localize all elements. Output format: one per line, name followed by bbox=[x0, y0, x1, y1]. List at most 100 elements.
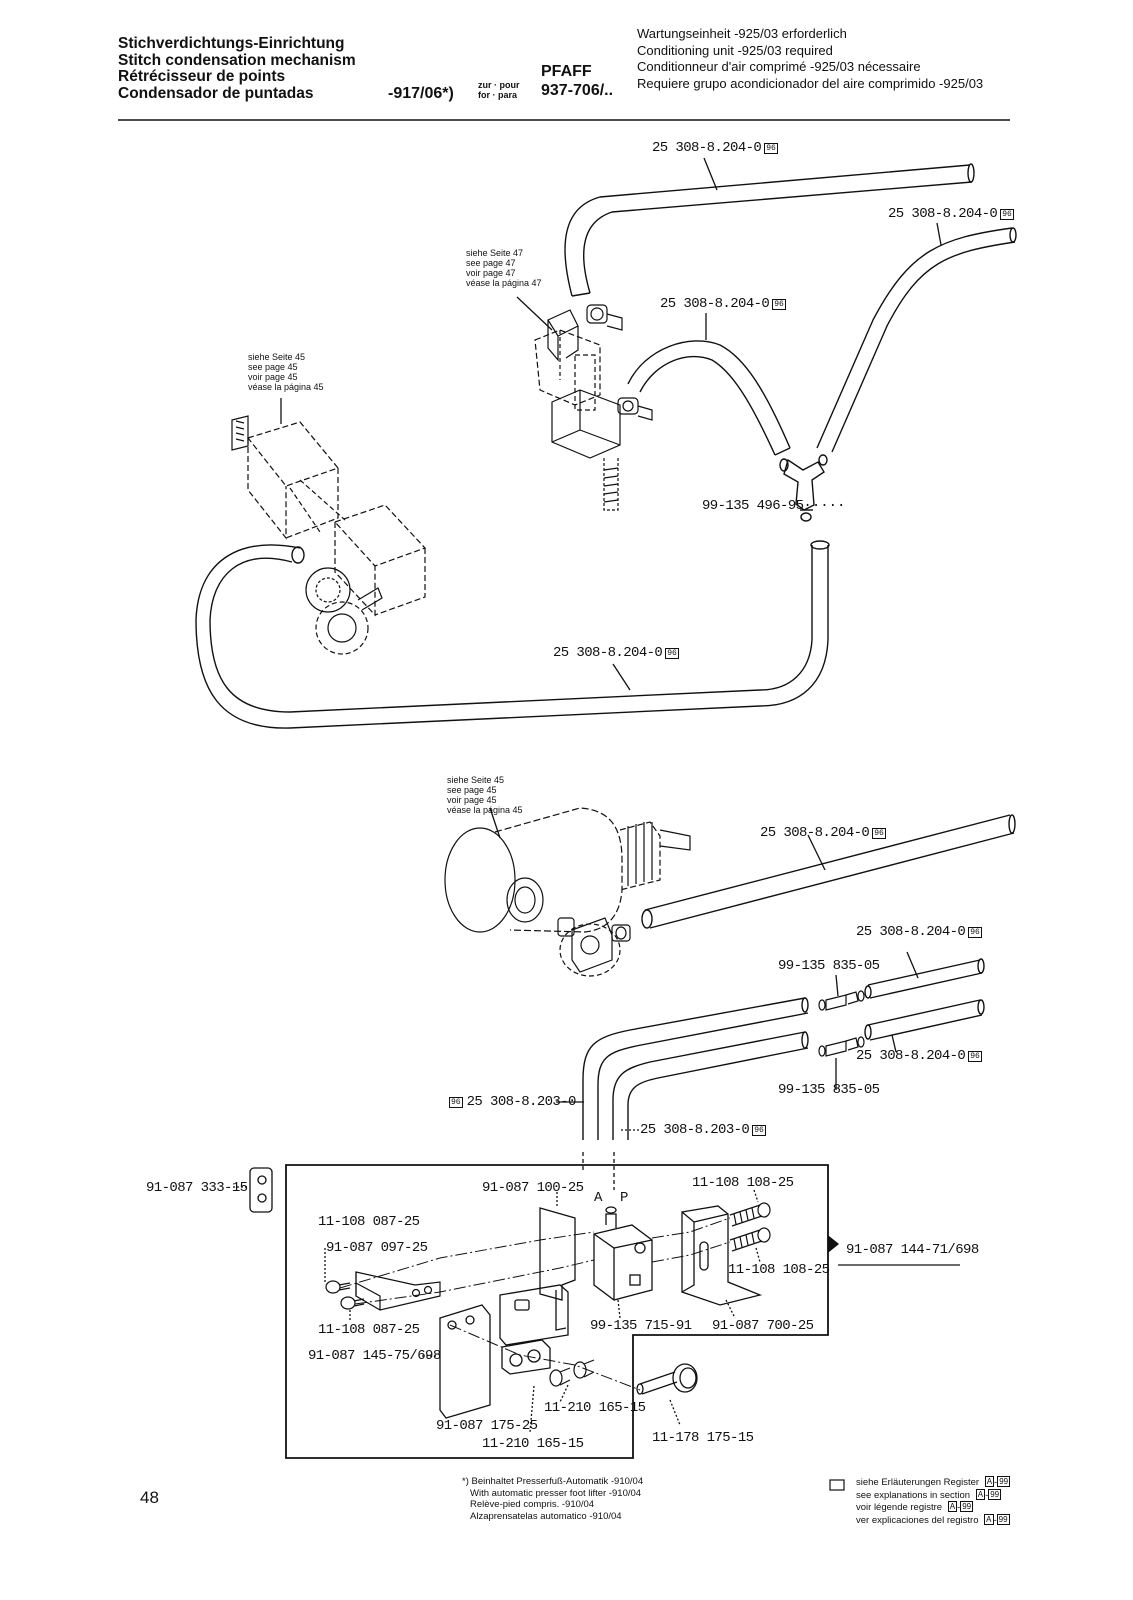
hose-middle bbox=[627, 340, 791, 456]
ref47-de: siehe Seite 47 bbox=[466, 248, 524, 258]
note-en: Conditioning unit -925/03 required bbox=[637, 42, 833, 58]
plate-small bbox=[249, 1167, 273, 1213]
valve-cylinder-lower bbox=[444, 807, 691, 977]
screw-c bbox=[729, 1202, 771, 1227]
ref47-en: see page 47 bbox=[466, 258, 516, 268]
label-angle: 91-087 700-25 bbox=[712, 1318, 814, 1334]
plate-large bbox=[439, 1304, 491, 1419]
section-tag-96: 96 bbox=[665, 648, 679, 659]
section-tag-96: 96 bbox=[752, 1125, 766, 1136]
register-a-tag: A bbox=[947, 1501, 958, 1512]
register-99-tag: 99 bbox=[960, 1501, 974, 1512]
for-para-label: for · para bbox=[478, 90, 518, 100]
footnote-fr: Relève-pied compris. -910/04 bbox=[470, 1499, 595, 1510]
screw-a bbox=[325, 1280, 351, 1294]
label-connector-b: 99-135 835-05 bbox=[778, 1082, 880, 1098]
note-es: Requiere grupo acondicionador del aire c… bbox=[637, 75, 984, 91]
ref45b-fr: voir page 45 bbox=[447, 795, 497, 805]
ref45b-de: siehe Seite 45 bbox=[447, 775, 505, 785]
plate-mid bbox=[499, 1207, 576, 1346]
label-screw-d: 11-108 108-25 bbox=[728, 1262, 830, 1278]
hose-loop bbox=[195, 540, 830, 729]
connector-b bbox=[818, 1036, 865, 1057]
ref45a-de: siehe Seite 45 bbox=[248, 352, 306, 362]
label-plate-small: 91-087 333-15 bbox=[146, 1180, 248, 1196]
screw-b bbox=[340, 1296, 365, 1310]
label-hose-lower-a: 25 308-8.204-0 bbox=[856, 924, 966, 940]
label-screw-e: 11-210 165-15 bbox=[544, 1400, 646, 1416]
label-port-a: A bbox=[594, 1190, 602, 1206]
valve-cylinder-left bbox=[231, 415, 427, 655]
section-tag-96: 96 bbox=[449, 1097, 463, 1108]
assembly-frame bbox=[285, 1164, 829, 1459]
valve-cylinder-upper bbox=[534, 304, 653, 511]
hose-right bbox=[816, 227, 1017, 453]
footnote-es: Alzaprensatelas automatico -910/04 bbox=[470, 1510, 622, 1522]
label-hose-lower-b: 25 308-8.204-0 bbox=[856, 1048, 966, 1064]
tube-p bbox=[612, 1031, 809, 1140]
register-a-tag: A bbox=[984, 1476, 995, 1487]
label-hose-loop: 25 308-8.204-0 bbox=[553, 645, 663, 661]
ref45b-en: see page 45 bbox=[447, 785, 497, 795]
footnote-de: *) Beinhaltet Presserfuß-Automatik -910/… bbox=[462, 1476, 644, 1487]
section-tag-96: 96 bbox=[968, 927, 982, 938]
machine-model: 937-706/.. bbox=[541, 82, 614, 99]
label-screw-c: 11-108 108-25 bbox=[692, 1175, 794, 1191]
label-tube-p: 25 308-8.203-0 bbox=[640, 1122, 750, 1138]
ref45a-es: véase la página 45 bbox=[248, 382, 324, 392]
hose-lower-b bbox=[864, 999, 985, 1041]
legend-es: ver explicaciones del registro bbox=[856, 1514, 979, 1526]
label-thumb-screw: 11-178 175-15 bbox=[652, 1430, 754, 1446]
title-de: Stichverdichtungs-Einrichtung bbox=[118, 35, 345, 52]
label-hose-middle: 25 308-8.204-0 bbox=[660, 296, 770, 312]
legend-box-icon bbox=[829, 1479, 845, 1491]
hose-lower-a bbox=[864, 958, 985, 999]
label-hose-right: 25 308-8.204-0 bbox=[888, 206, 998, 222]
brand-name: PFAFF bbox=[541, 63, 592, 80]
label-plate-large: 91-087 145-75/698 bbox=[308, 1348, 441, 1364]
ref45b-es: véase la página 45 bbox=[447, 805, 523, 815]
label-bracket: 91-087 097-25 bbox=[326, 1240, 428, 1256]
screw-f bbox=[573, 1359, 595, 1379]
note-fr: Conditionneur d'air comprimé -925/03 néc… bbox=[637, 59, 921, 74]
register-99-tag: 99 bbox=[997, 1476, 1011, 1487]
clamp bbox=[501, 1339, 551, 1375]
register-a-tag: A bbox=[975, 1488, 986, 1500]
title-es: Condensador de puntadas bbox=[118, 84, 314, 102]
label-tee: 99-135 496-95 bbox=[702, 498, 804, 514]
label-connector-a: 99-135 835-05 bbox=[778, 958, 880, 974]
label-screw-f: 11-210 165-15 bbox=[482, 1436, 584, 1452]
label-screw-a: 11-108 087-25 bbox=[318, 1214, 420, 1230]
label-port-p: P bbox=[620, 1190, 628, 1206]
label-assembly: 91-087 144-71/698 bbox=[846, 1242, 979, 1258]
note-de: Wartungseinheit -925/03 erforderlich bbox=[637, 26, 847, 41]
section-tag-96: 96 bbox=[1000, 209, 1014, 220]
ref45a-en: see page 45 bbox=[248, 362, 298, 372]
register-99-tag: 99 bbox=[988, 1488, 1002, 1500]
hose-top bbox=[564, 163, 975, 297]
label-tube-a: 25 308-8.203-0 bbox=[466, 1094, 577, 1110]
zur-pour-label: zur · pour bbox=[478, 80, 520, 90]
label-clamp: 91-087 175-25 bbox=[436, 1418, 538, 1434]
bracket bbox=[355, 1271, 441, 1311]
section-tag-96: 96 bbox=[764, 143, 778, 154]
footnote-en: With automatic presser foot lifter -910/… bbox=[470, 1487, 642, 1499]
screw-e bbox=[549, 1367, 571, 1387]
ref47-fr: voir page 47 bbox=[466, 268, 516, 278]
label-valve: 99-135 715-91 bbox=[590, 1318, 692, 1334]
thumb-screw bbox=[636, 1363, 698, 1395]
register-a-tag: A bbox=[984, 1513, 994, 1525]
title-en: Stitch condensation mechanism bbox=[118, 51, 356, 69]
ref47-es: véase la página 47 bbox=[466, 278, 542, 288]
hose-lower-long bbox=[641, 814, 1016, 929]
label-screw-b: 11-108 087-25 bbox=[318, 1322, 420, 1338]
section-tag-96: 96 bbox=[772, 299, 786, 310]
label-plate-mid: 91-087 100-25 bbox=[482, 1180, 584, 1196]
page-number: 48 bbox=[140, 1488, 159, 1507]
model-suffix: -917/06*) bbox=[388, 85, 454, 102]
label-hose-lower-long: 25 308-8.204-0 bbox=[760, 825, 870, 841]
section-tag-96: 96 bbox=[872, 828, 886, 839]
screw-d bbox=[729, 1227, 771, 1252]
section-tag-96: 96 bbox=[968, 1051, 982, 1062]
